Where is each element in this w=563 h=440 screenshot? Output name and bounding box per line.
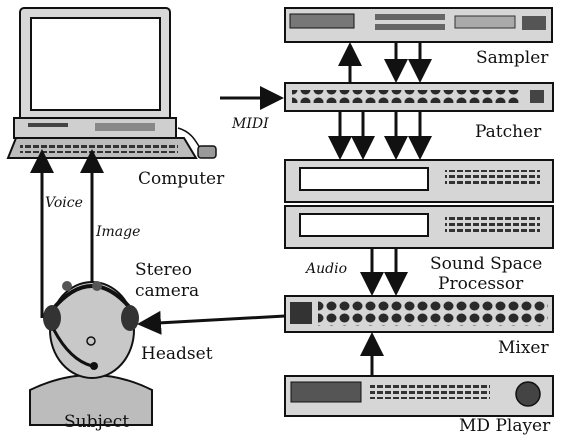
headset-band-icon bbox=[50, 284, 134, 312]
patcher-device bbox=[284, 82, 554, 112]
audio-signal-label: Audio bbox=[306, 261, 347, 277]
md-player-device bbox=[284, 375, 554, 417]
stereo-camera-label-line1: Stereo bbox=[135, 260, 192, 280]
md-player-label: MD Player bbox=[459, 416, 551, 436]
mixer-device bbox=[284, 295, 554, 333]
mouse-icon bbox=[197, 145, 217, 159]
image-signal-label: Image bbox=[96, 224, 141, 240]
headset-earpiece-icon bbox=[43, 305, 61, 331]
sound-space-label-line2: Processor bbox=[438, 274, 524, 294]
subject-figure bbox=[29, 281, 153, 426]
sampler-device bbox=[284, 7, 553, 43]
sound-space-processor-device bbox=[284, 159, 554, 249]
sampler-label: Sampler bbox=[476, 48, 549, 68]
computer-label: Computer bbox=[138, 169, 225, 189]
midi-signal-label: MIDI bbox=[232, 116, 269, 132]
stereo-camera-label-line2: camera bbox=[135, 281, 200, 301]
subject-label: Subject bbox=[64, 412, 130, 432]
headset-label: Headset bbox=[141, 344, 213, 364]
mixer-label: Mixer bbox=[498, 338, 549, 358]
signal-arrows bbox=[30, 42, 432, 376]
computer-icon bbox=[6, 7, 217, 159]
sound-space-label-line1: Sound Space bbox=[430, 254, 543, 274]
patcher-label: Patcher bbox=[475, 122, 542, 142]
voice-signal-label: Voice bbox=[45, 195, 83, 211]
headset-mic-icon bbox=[90, 362, 98, 370]
stereo-camera-icon bbox=[62, 281, 72, 291]
